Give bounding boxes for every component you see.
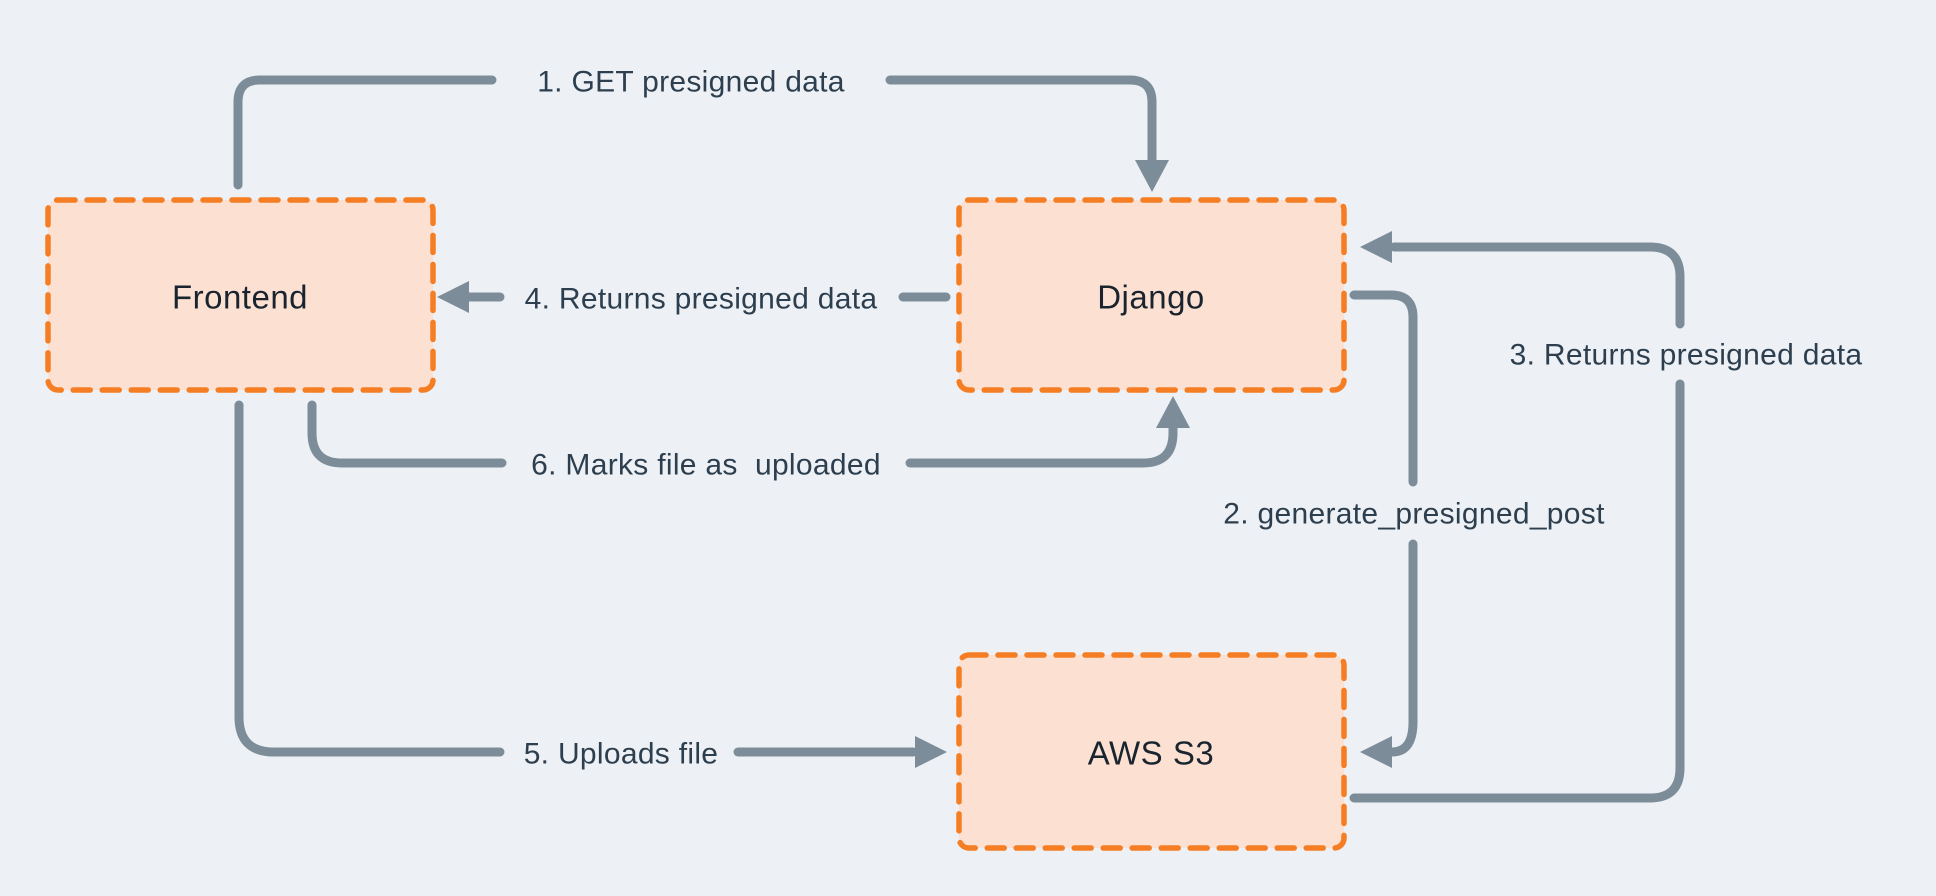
- edge-returns-presigned-data-to-frontend: 4. Returns presigned data: [437, 281, 951, 316]
- edge-marks-file-uploaded: 6. Marks file as uploaded: [307, 396, 1190, 482]
- node-aws-s3-label: AWS S3: [1088, 735, 1214, 772]
- edge-3-line-top: [1389, 242, 1685, 329]
- edge-uploads-file: 5. Uploads file: [234, 400, 947, 771]
- edge-3-arrowhead-left: [1360, 231, 1392, 263]
- node-django-box: [956, 197, 1347, 393]
- edge-5-line-left: [234, 400, 505, 757]
- edge-1-label: 1. GET presigned data: [537, 66, 845, 99]
- node-aws-s3-box: [956, 652, 1347, 851]
- edge-5-arrowhead-right: [915, 736, 947, 768]
- edge-get-presigned-data: 1. GET presigned data: [233, 66, 1169, 192]
- edge-2-label: 2. generate_presigned_post: [1223, 498, 1605, 531]
- edge-2-line-top: [1349, 290, 1418, 487]
- node-frontend: Frontend: [45, 197, 436, 393]
- edge-1-arrowhead-down: [1135, 160, 1169, 192]
- edge-3-line-bottom: [1349, 379, 1685, 803]
- node-aws-s3: AWS S3: [956, 652, 1347, 851]
- edge-2-arrowhead-left: [1360, 736, 1392, 768]
- edge-2-line-bottom: [1387, 539, 1418, 757]
- edge-6-label: 6. Marks file as uploaded: [531, 449, 881, 482]
- edge-6-line-left: [307, 400, 507, 468]
- edge-4-label: 4. Returns presigned data: [525, 283, 878, 316]
- node-frontend-label: Frontend: [172, 279, 308, 316]
- node-django-label: Django: [1097, 279, 1205, 316]
- edge-returns-presigned-data-to-django: 3. Returns presigned data: [1349, 231, 1863, 803]
- edge-1-line-right: [885, 75, 1157, 165]
- node-django: Django: [956, 197, 1347, 393]
- edge-6-line-right: [905, 421, 1178, 468]
- edge-6-arrowhead-up: [1156, 396, 1190, 428]
- edge-generate-presigned-post: 2. generate_presigned_post: [1223, 290, 1605, 768]
- edge-1-line-left: [233, 75, 497, 190]
- edge-3-label: 3. Returns presigned data: [1510, 339, 1863, 372]
- node-frontend-box: [45, 197, 436, 393]
- edge-5-label: 5. Uploads file: [524, 738, 719, 771]
- edge-4-arrowhead-left: [437, 281, 469, 313]
